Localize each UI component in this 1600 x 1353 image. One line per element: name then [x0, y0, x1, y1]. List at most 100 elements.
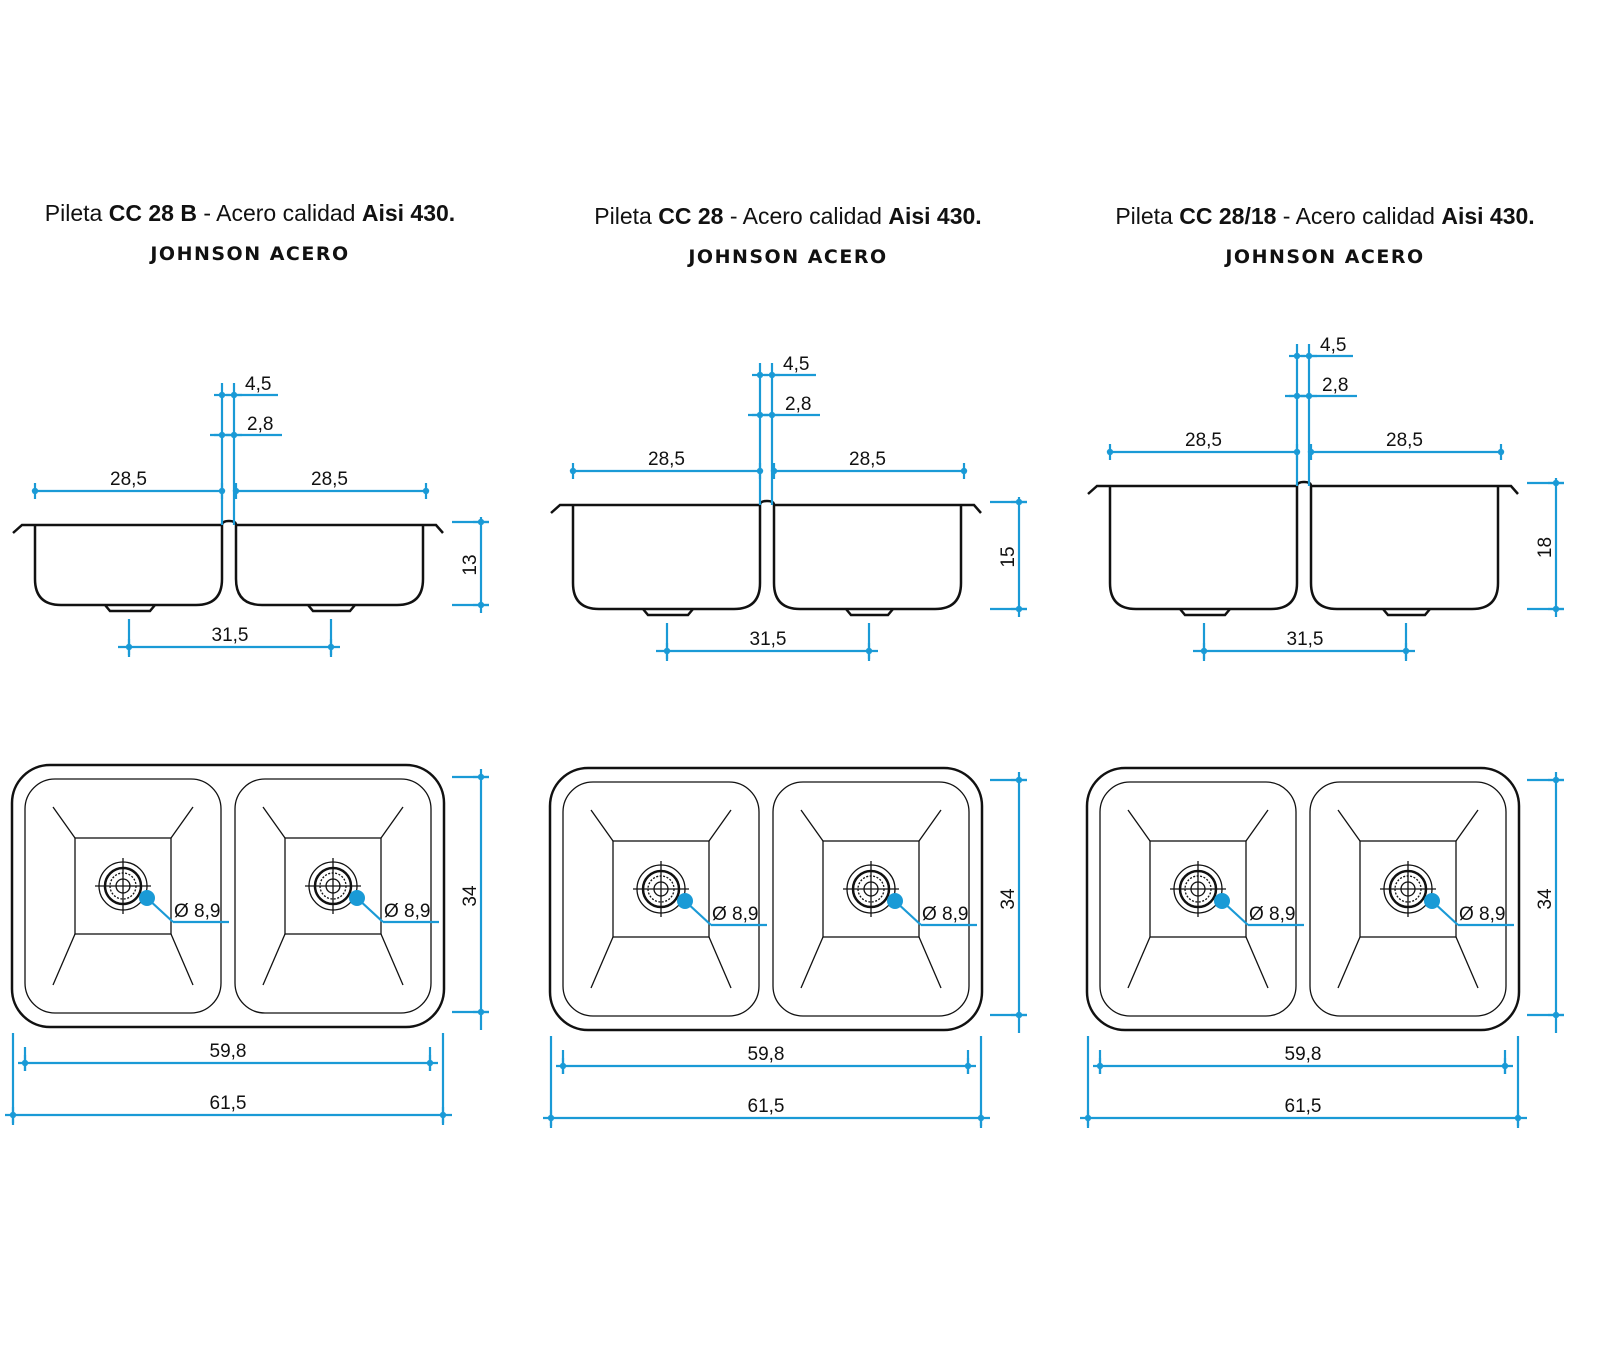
title-mid: - Acero calidad — [723, 203, 889, 229]
sink-top-outline — [1085, 766, 1521, 1032]
side-view: 4,5 2,8 28,5 28,5 15 31,5 — [550, 354, 1027, 661]
dim-node — [865, 647, 873, 655]
slope-line — [1337, 809, 1361, 842]
strainer-center — [863, 881, 879, 897]
dim-node — [1084, 1114, 1092, 1122]
brand-name: JOHNSON ACERO — [688, 246, 888, 268]
dim-node — [477, 601, 485, 609]
title-mid: - Acero calidad — [196, 200, 362, 226]
slope-line — [708, 809, 732, 842]
dim-node — [1293, 352, 1301, 360]
bowl-right-drain-area — [1337, 809, 1514, 989]
drain-outlets — [642, 608, 894, 617]
dim-node — [125, 643, 133, 651]
dim-drain-right: Ø 8,9 — [922, 904, 968, 925]
strainer-icon — [846, 864, 896, 914]
dim-drain-left: Ø 8,9 — [712, 904, 758, 925]
slope-line — [590, 936, 614, 989]
sink-drawing: 4,5 2,8 28,5 28,5 13 31,5 Ø 8,9 Ø 8,9 34… — [5, 374, 489, 1125]
dim-node — [964, 1062, 972, 1070]
leader-line — [356, 897, 384, 923]
dim-node — [559, 1062, 567, 1070]
strainer-holes — [857, 875, 885, 903]
side-view: 4,5 2,8 28,5 28,5 13 31,5 — [12, 374, 489, 657]
dim-drain-distance: 31,5 — [1287, 629, 1324, 650]
bowl-details — [590, 809, 977, 989]
sink-drawing: 4,5 2,8 28,5 28,5 15 31,5 Ø 8,9 Ø 8,9 34… — [543, 354, 1027, 1128]
dim-node — [439, 1111, 447, 1119]
sink-panel: Pileta CC 28 B - Acero calidad Aisi 430.… — [0, 0, 540, 1353]
leader-line — [1221, 900, 1249, 926]
slope-line — [170, 806, 194, 839]
dim-rim-top: 4,5 — [783, 354, 809, 375]
dim-node — [1497, 448, 1505, 456]
dim-node — [477, 1008, 485, 1016]
dim-depth: 18 — [1535, 537, 1556, 558]
dim-node — [977, 1114, 985, 1122]
dim-node — [426, 1059, 434, 1067]
dim-node — [547, 1114, 555, 1122]
title-mid: - Acero calidad — [1276, 203, 1442, 229]
strainer-ring — [641, 869, 681, 909]
dim-node — [218, 391, 226, 399]
strainer-center — [325, 878, 341, 894]
slope-line — [1127, 809, 1151, 842]
dim-rim-step: 2,8 — [1322, 375, 1348, 396]
dim-bowl-right: 28,5 — [311, 469, 348, 490]
brand-name: JOHNSON ACERO — [150, 243, 350, 265]
leader-line — [1431, 900, 1459, 926]
slope-line — [262, 806, 286, 839]
strainer-icon — [308, 861, 358, 911]
side-view: 4,5 2,8 28,5 28,5 18 31,5 — [1087, 335, 1564, 661]
dim-node — [1552, 776, 1560, 784]
dim-node — [422, 487, 430, 495]
slope-line — [918, 809, 942, 842]
leader-line — [684, 900, 712, 926]
sink-panel: Pileta CC 28/18 - Acero calidad Aisi 430… — [1075, 0, 1600, 1353]
strainer-icon — [1383, 864, 1433, 914]
slope-line — [380, 806, 404, 839]
slope-line — [1455, 809, 1479, 842]
dim-node — [21, 1059, 29, 1067]
drain-plate — [1359, 840, 1457, 938]
bowl-right-outline — [772, 781, 970, 1017]
dim-width-inner: 59,8 — [748, 1044, 785, 1065]
strainer-icon — [636, 864, 686, 914]
drain-outlets — [104, 604, 356, 613]
dim-node — [960, 467, 968, 475]
brand-name: JOHNSON ACERO — [1225, 246, 1425, 268]
dim-length: 34 — [460, 885, 481, 907]
slope-line — [1245, 936, 1269, 989]
bowl-left-outline — [24, 778, 222, 1014]
dim-rim-top: 4,5 — [1320, 335, 1346, 356]
drain-plate — [1149, 840, 1247, 938]
dim-node — [1514, 1114, 1522, 1122]
strainer-center — [115, 878, 131, 894]
dim-drain-distance: 31,5 — [212, 625, 249, 646]
strainer-holes — [319, 872, 347, 900]
title-prefix: Pileta — [1115, 203, 1180, 229]
slope-line — [1455, 936, 1479, 989]
bowl-left-drain-area — [590, 809, 767, 989]
strainer-icon — [1173, 864, 1223, 914]
top-dimension-lines — [5, 769, 489, 1125]
leader-line — [894, 900, 922, 926]
model-name: CC 28 B — [108, 200, 197, 226]
dim-node — [1015, 498, 1023, 506]
dim-node — [756, 371, 764, 379]
top-view: Ø 8,9 Ø 8,9 34 59,8 61,5 — [5, 763, 489, 1125]
dim-bowl-right: 28,5 — [849, 449, 886, 470]
strainer-holes — [1184, 875, 1212, 903]
strainer-icon — [98, 861, 148, 911]
slope-line — [52, 933, 76, 986]
bowl-left-drain-area — [1127, 809, 1304, 989]
bowl-right-outline — [1309, 781, 1507, 1017]
panel-title: Pileta CC 28 B - Acero calidad Aisi 430. — [0, 200, 520, 227]
top-view: Ø 8,9 Ø 8,9 34 59,8 61,5 — [543, 766, 1027, 1128]
dim-bowl-left: 28,5 — [110, 469, 147, 490]
bowl-details — [52, 806, 439, 986]
slope-line — [170, 933, 194, 986]
dim-width-outer: 61,5 — [748, 1096, 785, 1117]
slope-line — [380, 933, 404, 986]
dim-rim-step: 2,8 — [785, 394, 811, 415]
